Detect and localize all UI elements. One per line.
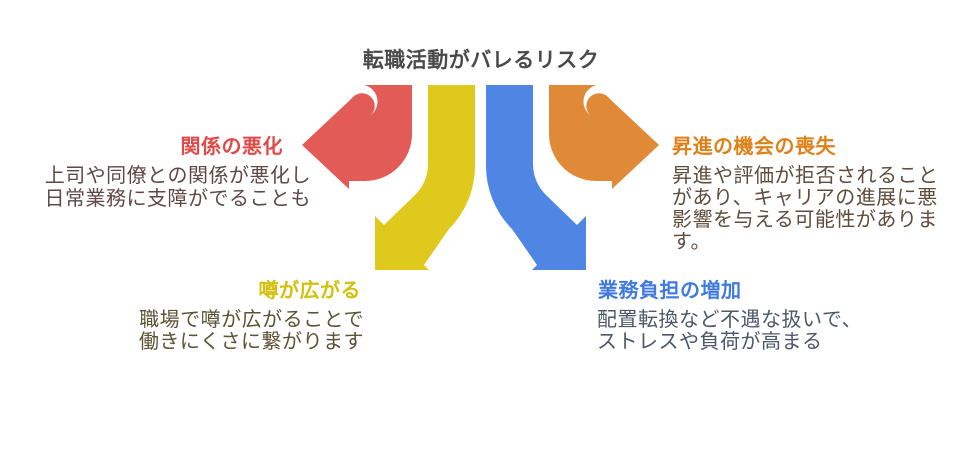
curved-arrow-right-icon: [549, 85, 659, 189]
section-body-workload-increase: 配置転換など不遇な扱いで、 ストレスや負荷が高まる: [597, 307, 863, 353]
section-heading-workload-increase: 業務負担の増加: [598, 278, 742, 302]
curved-arrow-left-icon: [302, 85, 412, 189]
section-body-rumors-spread: 職場で噂が広がることで 働きにくさに繋がります: [138, 307, 364, 353]
section-body-relationship-deterioration: 上司や同僚との関係が悪化し 日常業務に支障がでることも: [44, 163, 311, 210]
diagram-title: 転職活動がバレるリスク: [362, 48, 600, 72]
section-body-promotion-loss: 昇進や評価が拒否されること があり、キャリアの進展に悪 影響を与える可能性があり…: [672, 163, 939, 253]
curved-arrow-down-right-icon: [485, 85, 586, 270]
section-heading-relationship-deterioration: 関係の悪化: [180, 134, 283, 158]
section-heading-promotion-loss: 昇進の機会の喪失: [672, 134, 836, 158]
section-heading-rumors-spread: 噂が広がる: [258, 278, 361, 302]
curved-arrow-down-left-icon: [375, 85, 476, 270]
